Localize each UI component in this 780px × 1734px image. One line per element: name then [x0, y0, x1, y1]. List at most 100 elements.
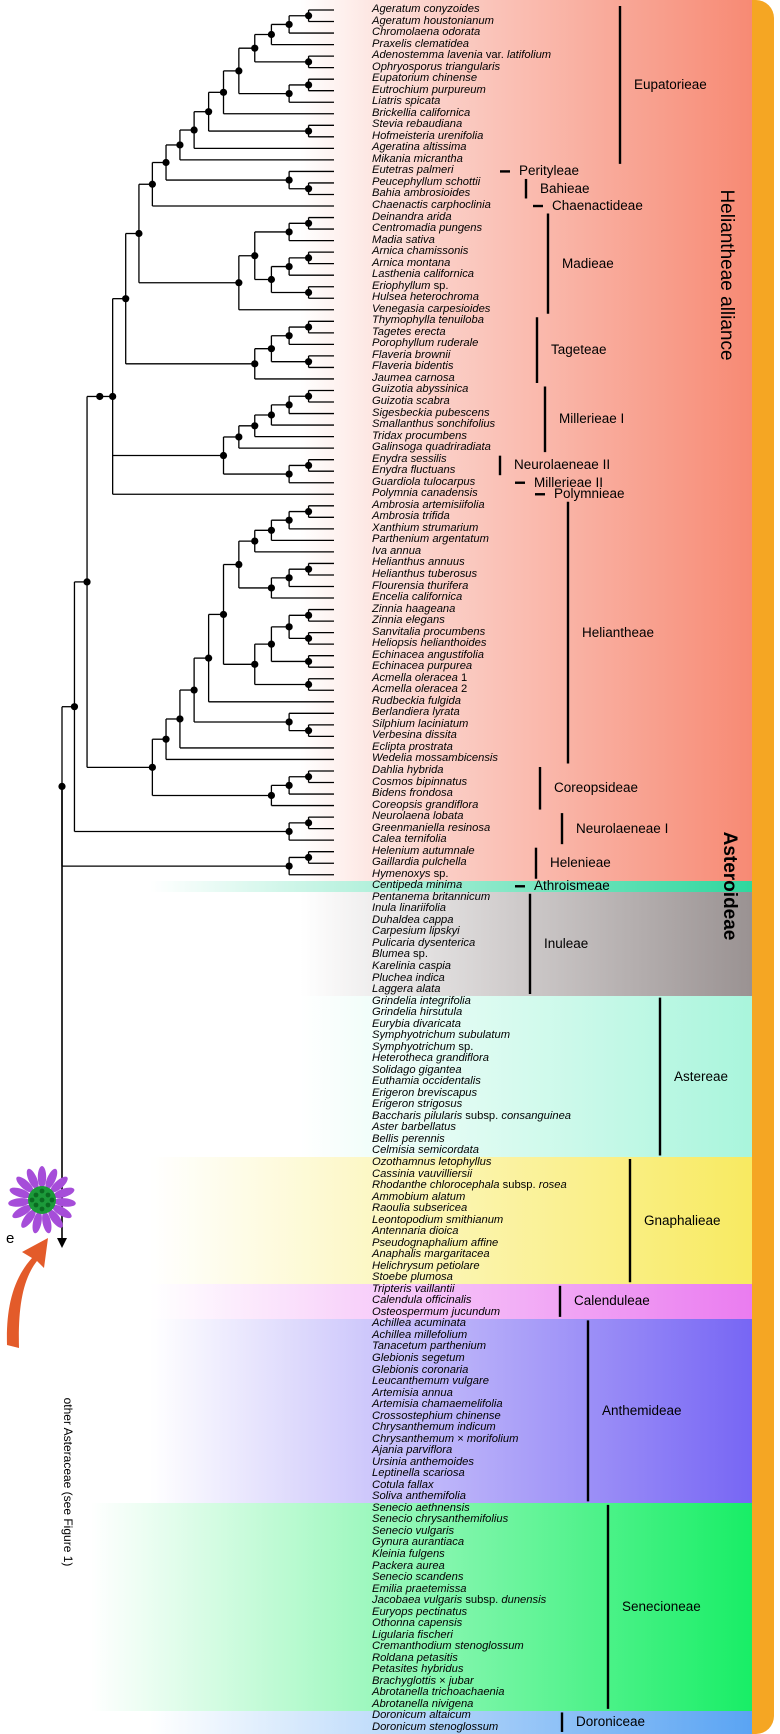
species-label: Verbesina dissita	[372, 729, 457, 742]
tribe-label: Doroniceae	[576, 1714, 646, 1730]
species-label: Arnica chamissonis	[372, 245, 469, 258]
species-label: Cotula fallax	[372, 1478, 434, 1491]
species-label: Euthamia occidentalis	[372, 1075, 481, 1088]
tribe-label: Astereae	[674, 1068, 729, 1084]
species-label: Leptinella scariosa	[372, 1467, 465, 1480]
species-label: Dahlia hybrida	[372, 763, 444, 776]
species-label: Calea ternifolia	[372, 833, 447, 846]
species-label: Sanvitalia procumbens	[372, 625, 486, 638]
node-dot	[304, 254, 313, 262]
species-label: Othonna capensis	[372, 1617, 463, 1630]
node-dot	[148, 763, 156, 771]
species-label: Eclipta prostrata	[372, 740, 453, 753]
species-label: Chrysanthemum indicum	[372, 1421, 496, 1434]
node-dot	[267, 584, 276, 592]
species-label: Smallanthus sonchifolius	[372, 418, 496, 431]
species-label: Carpesium lipskyi	[372, 925, 460, 938]
species-label: Galinsoga quadriradiata	[372, 441, 491, 454]
node-dot	[304, 611, 313, 619]
species-label: Berlandiera lyrata	[372, 706, 460, 719]
node-dot	[304, 81, 313, 89]
species-label: Roldana petasitis	[372, 1651, 458, 1664]
species-label: Gynura aurantiaca	[372, 1536, 465, 1549]
species-label: Acmella oleracea 2	[372, 683, 468, 696]
species-label: Packera aurea	[372, 1559, 445, 1572]
node-dot	[285, 781, 293, 789]
species-label: Parthenium argentatum	[372, 533, 489, 546]
node-dot	[219, 610, 228, 619]
species-label: Guardiola tulocarpus	[372, 475, 476, 488]
node-dot	[251, 537, 259, 545]
species-label: Anaphalis margaritacea	[372, 1248, 490, 1261]
node-dot	[251, 660, 259, 668]
species-label: Iva annua	[372, 544, 422, 557]
species-label: Flaveria bidentis	[372, 360, 454, 373]
node-dot	[205, 108, 213, 116]
species-label: Enydra sessilis	[372, 452, 447, 465]
species-label: Blumea sp.	[372, 948, 428, 961]
species-label: Deinandra arida	[372, 210, 452, 223]
node-dot	[235, 433, 243, 441]
species-label: Heliopsis helianthoides	[372, 637, 487, 650]
species-label: Flaveria brownii	[372, 348, 451, 361]
species-label: Greenmaniella resinosa	[372, 821, 491, 834]
species-label: Inula linariifolia	[372, 902, 447, 915]
species-label: Karelinia caspia	[372, 959, 451, 972]
species-label: Praxelis clematidea	[372, 37, 470, 50]
node-dot	[267, 345, 276, 353]
node-dot	[285, 89, 293, 98]
node-dot	[58, 782, 66, 791]
flower-icon	[8, 1166, 76, 1234]
node-dot	[285, 623, 293, 631]
species-label: Symphyotrichum subulatum	[372, 1029, 511, 1042]
node-dot	[267, 411, 276, 419]
species-label: Grindelia integrifolia	[372, 994, 471, 1007]
tribe-label: Anthemideae	[602, 1402, 682, 1418]
tribe-label: Eupatorieae	[634, 76, 707, 92]
node-dot	[162, 735, 170, 743]
species-label: Heterotheca grandiflora	[372, 1052, 489, 1065]
species-label: Doronicum altaicum	[372, 1709, 471, 1722]
species-label: Echinacea purpurea	[372, 660, 473, 673]
species-label: Achillea acuminata	[372, 1317, 466, 1330]
species-label: Aster barbellatus	[372, 1121, 456, 1134]
band-athroismeae	[150, 880, 752, 893]
node-dot	[304, 727, 313, 735]
asteroideae-flower-icon	[6, 1166, 76, 1348]
species-label: Ursinia anthemoides	[372, 1455, 474, 1468]
node-dot	[285, 470, 293, 478]
species-label: Duhaldea cappa	[372, 913, 454, 926]
band-inuleae	[300, 892, 752, 996]
species-label: Calendula officinalis	[372, 1294, 472, 1307]
species-label: Cassinia vauvilliersii	[372, 1167, 473, 1180]
species-label: Thymophylla tenuiloba	[372, 314, 484, 327]
node-dot	[251, 44, 259, 52]
species-label: Hofmeisteria urenifolia	[372, 129, 484, 142]
species-label: Flourensia thurifera	[372, 579, 469, 592]
node-dot	[235, 560, 243, 569]
node-dot	[190, 126, 198, 134]
tribe-label: Tageteae	[551, 342, 607, 358]
species-label: Arnica montana	[372, 256, 451, 269]
species-label: Hulsea heterochroma	[372, 291, 479, 304]
node-dot	[219, 451, 228, 460]
outgroup-label: other Asteraceae (see Figure 1)	[61, 1397, 75, 1567]
node-dot	[251, 252, 259, 260]
species-label: Osteospermum jucundum	[372, 1305, 501, 1318]
species-label: Coreopsis grandiflora	[372, 798, 479, 811]
species-label: Celmisia semicordata	[372, 1144, 479, 1157]
node-dot	[83, 578, 91, 586]
species-label: Pulicaria dysenterica	[372, 936, 476, 949]
panel-letter: e	[6, 1230, 15, 1247]
band-doroniceae	[150, 1710, 752, 1734]
node-dot	[285, 332, 293, 340]
species-label: Bahia ambrosioides	[372, 187, 471, 200]
species-label: Achillea millefolium	[372, 1328, 468, 1341]
species-label: Cosmos bipinnatus	[372, 775, 468, 788]
species-label: Ozothamnus letophyllus	[372, 1156, 492, 1168]
tribe-label: Chaenactideae	[552, 198, 643, 213]
node-dot	[176, 715, 184, 723]
species-label: Jaumea carnosa	[372, 371, 455, 384]
species-label: Zinnia elegans	[372, 614, 445, 627]
